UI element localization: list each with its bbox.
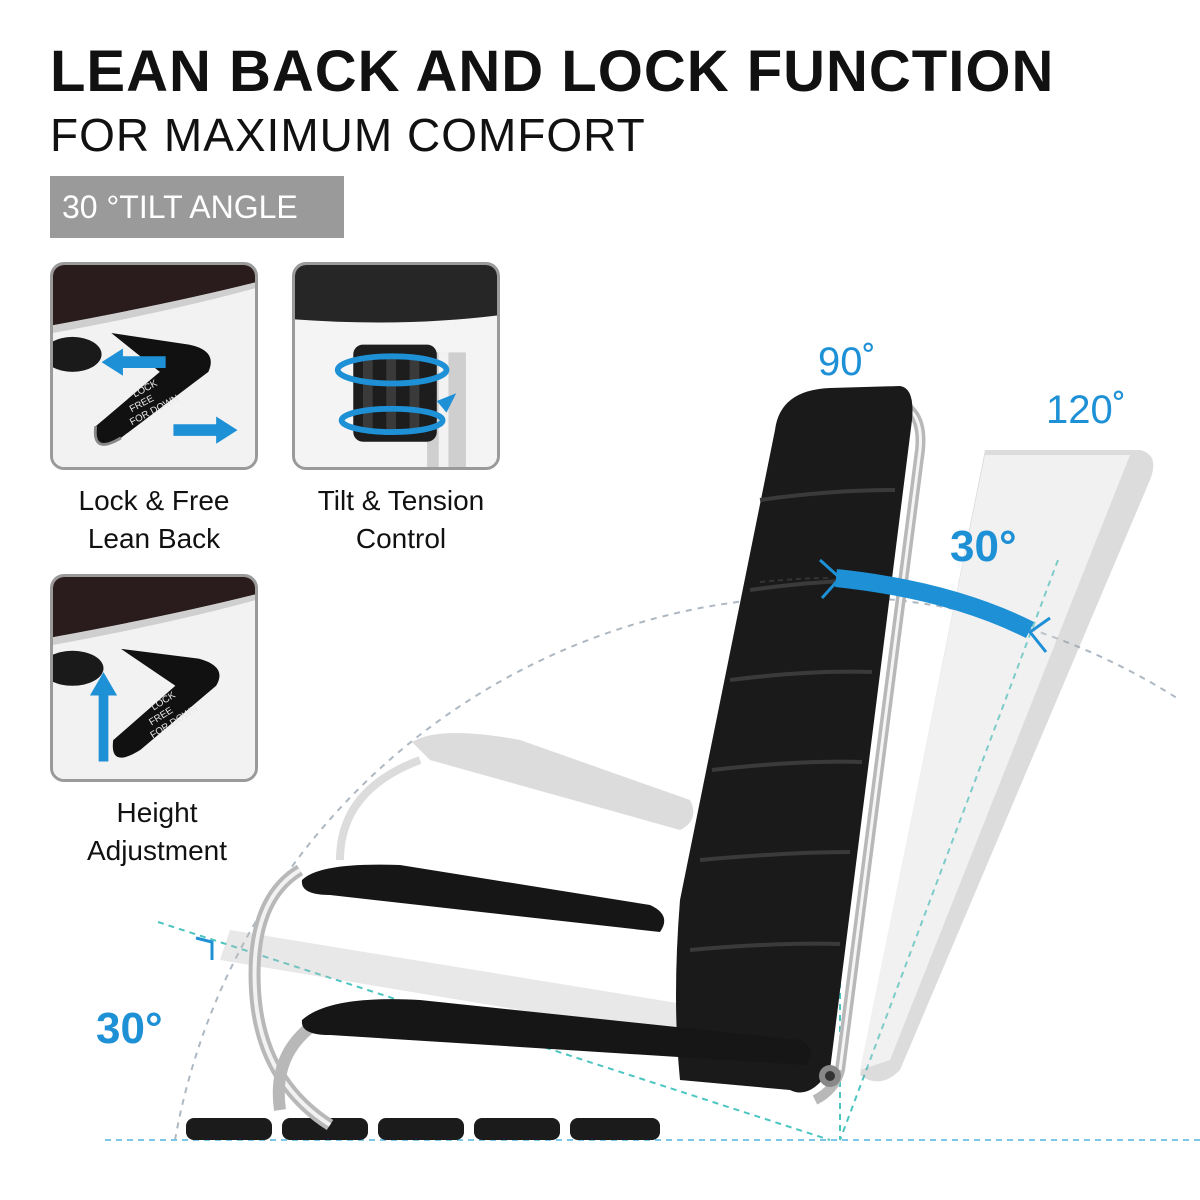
armrest-upper	[301, 864, 665, 932]
feature-caption-tilt-tension: Tilt & Tension Control	[292, 482, 510, 558]
arrow-right-icon	[173, 416, 238, 444]
tilt-arrow	[835, 569, 1035, 639]
arrow-up-icon	[89, 672, 118, 762]
armrest-lower	[301, 999, 812, 1065]
angle-label-reclined: 120˚	[1046, 388, 1127, 432]
tilt-angle-badge: 30 °TILT ANGLE	[50, 176, 344, 238]
angle-label-upright: 90˚	[818, 340, 876, 384]
angle-label-seat-tilt: 30°	[96, 1004, 163, 1053]
tension-knob-icon	[295, 265, 497, 467]
feature-tile-tilt-tension	[292, 262, 500, 470]
feature-caption-line2: Adjustment	[86, 835, 228, 866]
ghost-chair-reclined	[220, 450, 1154, 1082]
feature-caption-line1: Height	[116, 797, 198, 828]
seat-cushion	[186, 1118, 660, 1140]
feature-tile-height: LOCK FREE FOR DOWN	[50, 574, 258, 782]
feature-caption-line2: Control	[355, 523, 447, 554]
arrow-left-icon	[101, 348, 166, 376]
feature-caption-lock-free: Lock & Free Lean Back	[50, 482, 258, 558]
subheadline: FOR MAXIMUM COMFORT	[50, 109, 646, 161]
feature-caption-height: Height Adjustment	[50, 794, 264, 870]
feature-caption-line1: Lock & Free	[78, 485, 230, 516]
feature-caption-line1: Tilt & Tension	[317, 485, 485, 516]
feature-caption-line2: Lean Back	[87, 523, 221, 554]
backrest	[676, 386, 913, 1093]
lever-icon: LOCK FREE FOR DOWN	[53, 265, 255, 467]
feature-tile-lock-free: LOCK FREE FOR DOWN	[50, 262, 258, 470]
headline: LEAN BACK AND LOCK FUNCTION	[50, 39, 1055, 104]
reclined-line	[839, 559, 1059, 1141]
rotate-arrow-icon	[334, 353, 450, 387]
angle-label-back-tilt: 30°	[950, 522, 1017, 571]
lever-up-icon: LOCK FREE FOR DOWN	[53, 577, 255, 779]
